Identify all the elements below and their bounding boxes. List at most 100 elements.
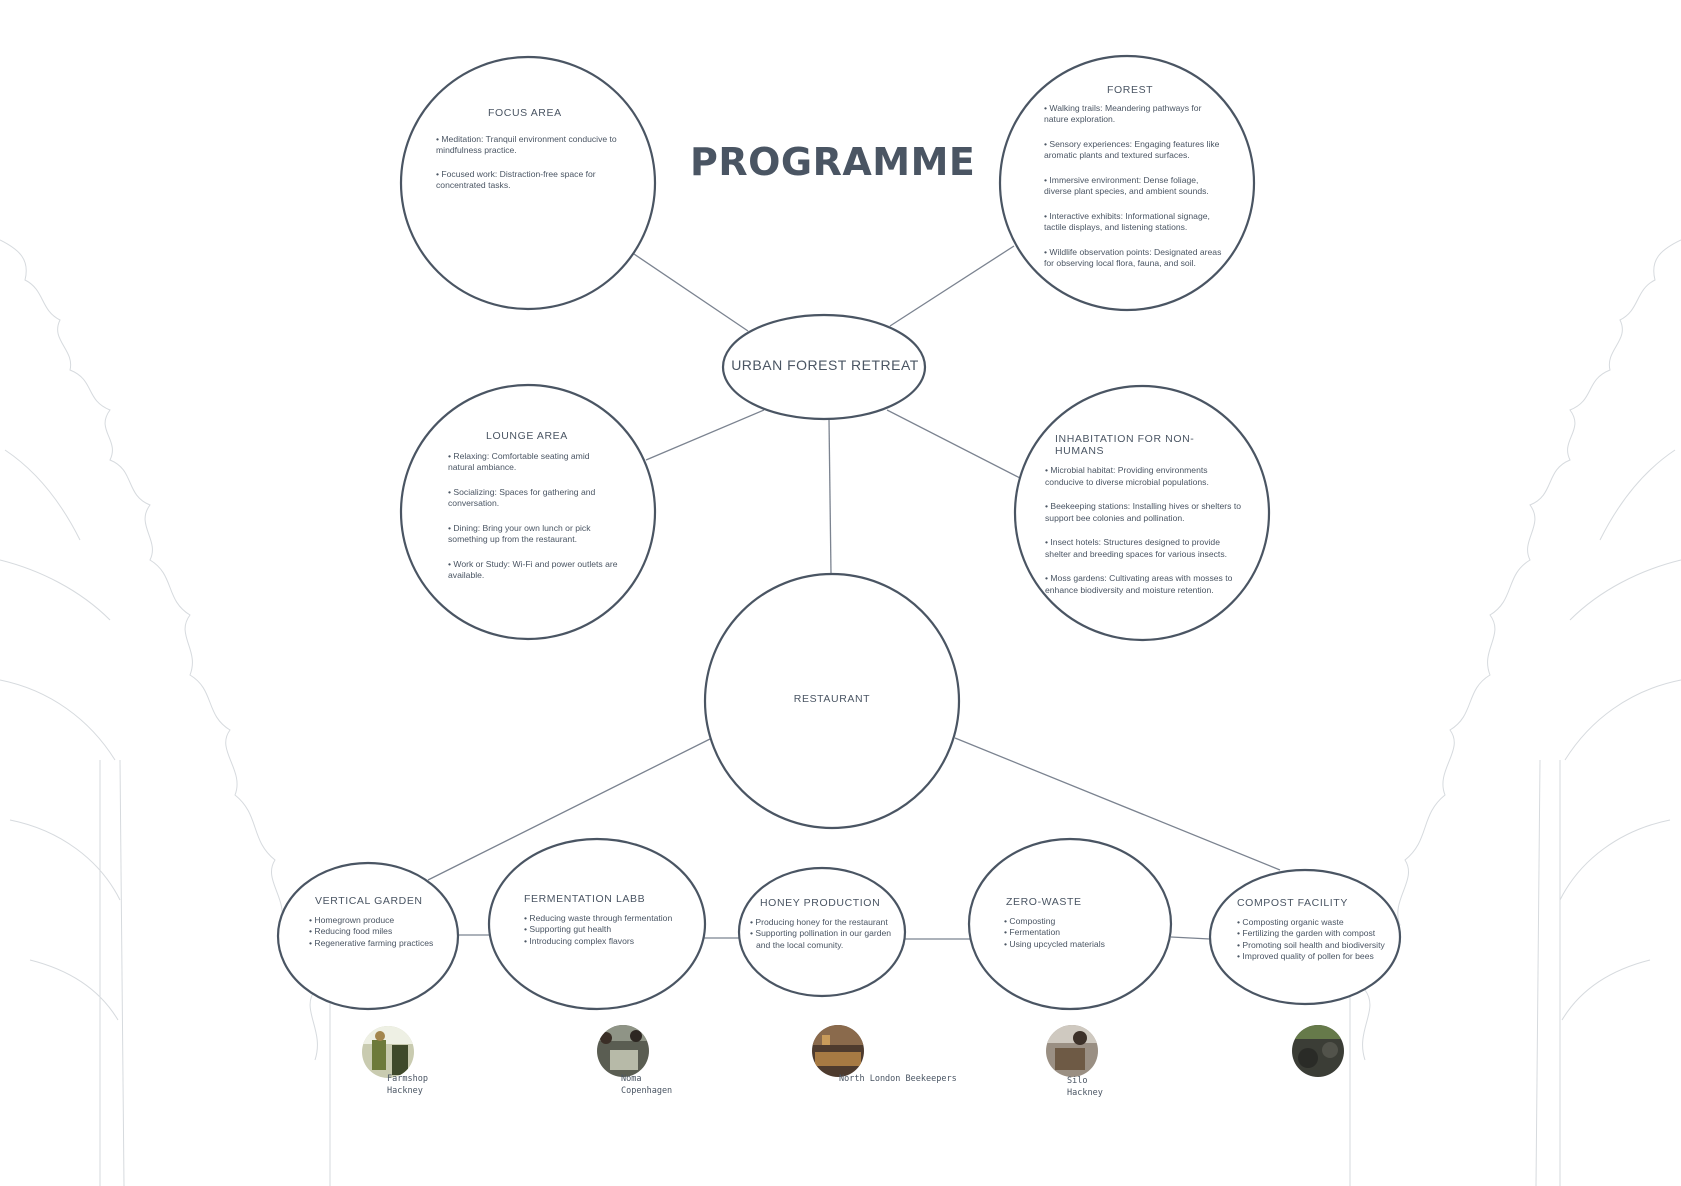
lounge-area-text: LOUNGE AREA • Relaxing: Comfortable seat…: [448, 430, 618, 595]
node-non-humans: [1013, 384, 1271, 642]
fermentation-item: • Introducing complex flavors: [524, 935, 635, 946]
left-tree-branch-2: [0, 679, 116, 761]
photo-caption-line: Copenhagen: [621, 1085, 673, 1096]
compost-item: • Improved quality of pollen for bees: [1237, 951, 1374, 961]
forest-item: • Wildlife observation points: Designate…: [1044, 246, 1222, 269]
compost-item: • Fertilizing the garden with compost: [1237, 928, 1376, 938]
node-honey: [737, 866, 907, 998]
non-humans-item: • Moss gardens: Cultivating areas with m…: [1045, 573, 1233, 595]
zero-waste-heading: ZERO-WASTE: [1006, 896, 1082, 908]
photo-caption-silo: Silo Hackney: [1067, 1076, 1103, 1099]
connector-focus: [633, 253, 749, 332]
focus-area-item: • Focused work: Distraction-free space f…: [436, 168, 596, 191]
lounge-area-item: • Socializing: Spaces for gathering and …: [448, 486, 596, 509]
restaurant-label: RESTAURANT: [793, 693, 871, 705]
photo-caption-beekeepers: North London Beekeepers: [839, 1074, 957, 1086]
lounge-area-item: • Work or Study: Wi-Fi and power outlets…: [448, 558, 618, 581]
fermentation-item: • Supporting gut health: [524, 924, 612, 934]
photo-caption-line: Hackney: [1067, 1087, 1103, 1098]
non-humans-item: • Microbial habitat: Providing environme…: [1045, 465, 1209, 487]
honey-item: and the local comunity.: [756, 939, 844, 950]
compost-text: COMPOST FACILITY • Composting organic wa…: [1237, 897, 1397, 963]
focus-area-text: FOCUS AREA • Meditation: Tranquil enviro…: [436, 107, 622, 204]
compost-heading: COMPOST FACILITY: [1237, 897, 1348, 909]
photo-caption-line: Hackney: [387, 1085, 423, 1096]
center-label: URBAN FOREST RETREAT: [731, 357, 919, 373]
vertical-garden-text: VERTICAL GARDEN • Homegrown produce • Re…: [309, 895, 449, 949]
forest-heading: FOREST: [1107, 84, 1154, 96]
non-humans-heading: INHABITATION FOR NON-HUMANS: [1055, 433, 1195, 457]
right-tree-trunk-2: [1535, 759, 1541, 1186]
forest-item: • Walking trails: Meandering pathways fo…: [1044, 102, 1202, 125]
photo-farmshop: [362, 1026, 414, 1078]
node-forest: [998, 54, 1256, 312]
left-tree-branch-1: [0, 559, 111, 621]
node-zero-waste: [967, 837, 1173, 1011]
fermentation-text: FERMENTATION LABB • Reducing waste throu…: [524, 893, 694, 947]
photo-caption-line: Farmshop: [387, 1074, 428, 1084]
focus-area-heading: FOCUS AREA: [488, 107, 562, 119]
connector-vertical: [427, 737, 713, 881]
zero-waste-item: • Fermentation: [1004, 927, 1061, 937]
node-restaurant: [703, 572, 961, 830]
node-focus-area: [399, 55, 657, 311]
photo-beekeepers: [812, 1025, 864, 1077]
right-tree-branch-1: [1569, 559, 1681, 621]
node-lounge-area: [399, 383, 657, 641]
restaurant-text: RESTAURANT: [752, 693, 912, 706]
fermentation-item: • Reducing waste through fermentation: [524, 912, 673, 923]
non-humans-item: • Insect hotels: Structures designed to …: [1045, 537, 1228, 559]
focus-area-item: • Meditation: Tranquil environment condu…: [436, 133, 617, 156]
vertical-garden-item: • Reducing food miles: [309, 926, 393, 936]
vertical-garden-heading: VERTICAL GARDEN: [315, 895, 423, 907]
vertical-garden-item: • Regenerative farming practices: [309, 937, 434, 948]
connector-lounge: [645, 409, 765, 461]
lounge-area-heading: LOUNGE AREA: [486, 430, 568, 442]
node-urban-forest-retreat: [721, 313, 927, 421]
left-tree-branch-5: [29, 959, 119, 1021]
photo-caption-farmshop: Farmshop Hackney: [387, 1074, 428, 1097]
right-tree-branch-5: [1561, 959, 1651, 1021]
vertical-garden-item: • Homegrown produce: [309, 914, 395, 925]
left-tree-trunk-2: [119, 759, 125, 1186]
forest-text: FOREST • Walking trails: Meandering path…: [1044, 84, 1228, 283]
photo-caption-line: North London Beekeepers: [839, 1074, 957, 1084]
honey-item: • Producing honey for the restaurant: [750, 916, 888, 927]
right-tree-branch-3: [1559, 819, 1671, 901]
zero-waste-text: ZERO-WASTE • Composting • Fermentation •…: [1004, 896, 1154, 950]
connector-zw-compost: [1170, 936, 1211, 940]
photo-silo: [1046, 1025, 1098, 1077]
connector-nonhumans: [886, 409, 1021, 479]
honey-item: • Supporting pollination in our garden: [750, 928, 892, 938]
connector-compost: [954, 737, 1281, 871]
compost-item: • Composting organic waste: [1237, 916, 1344, 927]
photo-caption-line: Silo: [1067, 1076, 1088, 1086]
node-fermentation: [487, 837, 707, 1011]
connector-forest: [889, 245, 1015, 327]
non-humans-item: • Beekeeping stations: Installing hives …: [1045, 501, 1241, 523]
node-vertical-garden: [276, 861, 460, 1011]
right-tree-outline: [1362, 239, 1681, 1061]
left-tree-branch-4: [4, 449, 81, 541]
left-tree-branch-3: [9, 819, 121, 901]
compost-item: • Promoting soil health and biodiversity: [1237, 939, 1385, 950]
zero-waste-item: • Using upcycled materials: [1004, 938, 1105, 949]
non-humans-text: INHABITATION FOR NON-HUMANS • Microbial …: [1045, 433, 1243, 609]
lounge-area-item: • Relaxing: Comfortable seating amid nat…: [448, 450, 590, 473]
fermentation-heading: FERMENTATION LABB: [524, 893, 646, 905]
zero-waste-item: • Composting: [1004, 915, 1056, 926]
forest-item: • Immersive environment: Dense foliage, …: [1044, 174, 1209, 197]
connector-restaurant: [828, 418, 832, 575]
photo-noma: [597, 1025, 649, 1077]
lounge-area-item: • Dining: Bring your own lunch or pick s…: [448, 522, 591, 545]
right-tree-branch-2: [1564, 679, 1681, 761]
forest-item: • Interactive exhibits: Informational si…: [1044, 210, 1210, 233]
right-tree-branch-4: [1599, 449, 1676, 541]
photo-caption-noma: Noma Copenhagen: [621, 1074, 672, 1097]
left-tree-outline: [0, 239, 318, 1061]
photo-compost: [1292, 1025, 1344, 1077]
page-title: PROGRAMME: [690, 140, 976, 184]
